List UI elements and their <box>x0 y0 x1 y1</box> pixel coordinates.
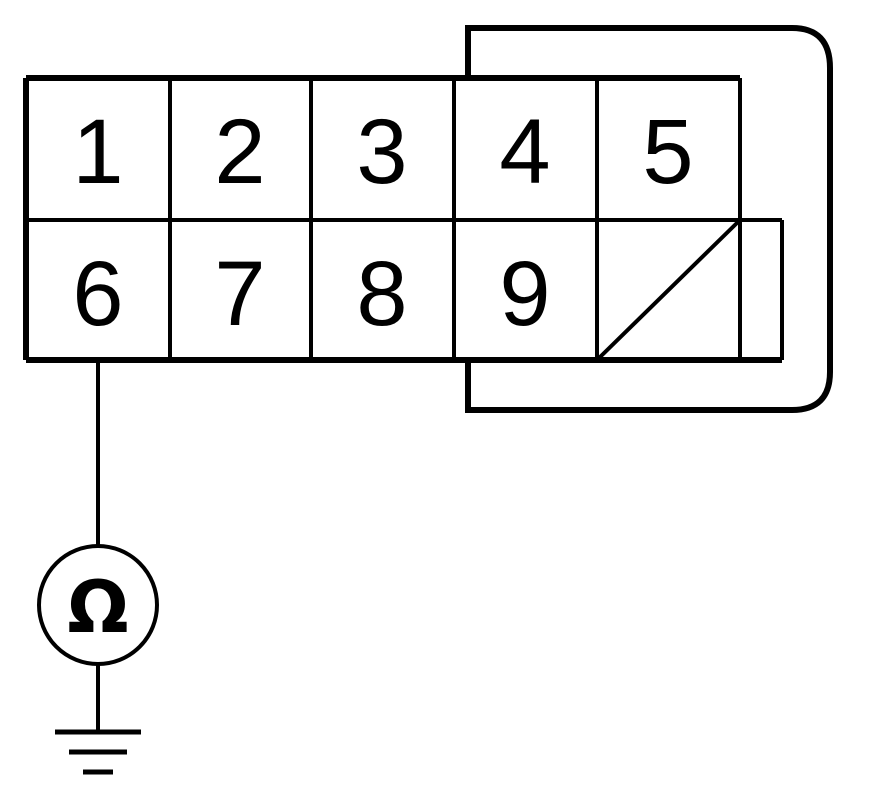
connector-housing <box>465 25 833 413</box>
pin-5-label: 5 <box>642 101 693 203</box>
ohm-symbol: Ω <box>67 565 128 649</box>
empty-cavity-mark <box>595 218 742 362</box>
ohmmeter-icon: Ω <box>37 544 159 666</box>
pin-2-label: 2 <box>214 101 265 203</box>
connector-face <box>23 75 784 363</box>
pin-9-label: 9 <box>499 243 550 345</box>
pin-6-label: 6 <box>72 243 123 345</box>
pin-7-label: 7 <box>214 243 265 345</box>
ground-icon <box>55 729 141 775</box>
pin-4-label: 4 <box>499 101 550 203</box>
pin-3-label: 3 <box>356 101 407 203</box>
pin-8-label: 8 <box>356 243 407 345</box>
pin-1-label: 1 <box>72 101 123 203</box>
pin-labels: 1 2 3 4 5 6 7 8 9 <box>72 101 693 345</box>
